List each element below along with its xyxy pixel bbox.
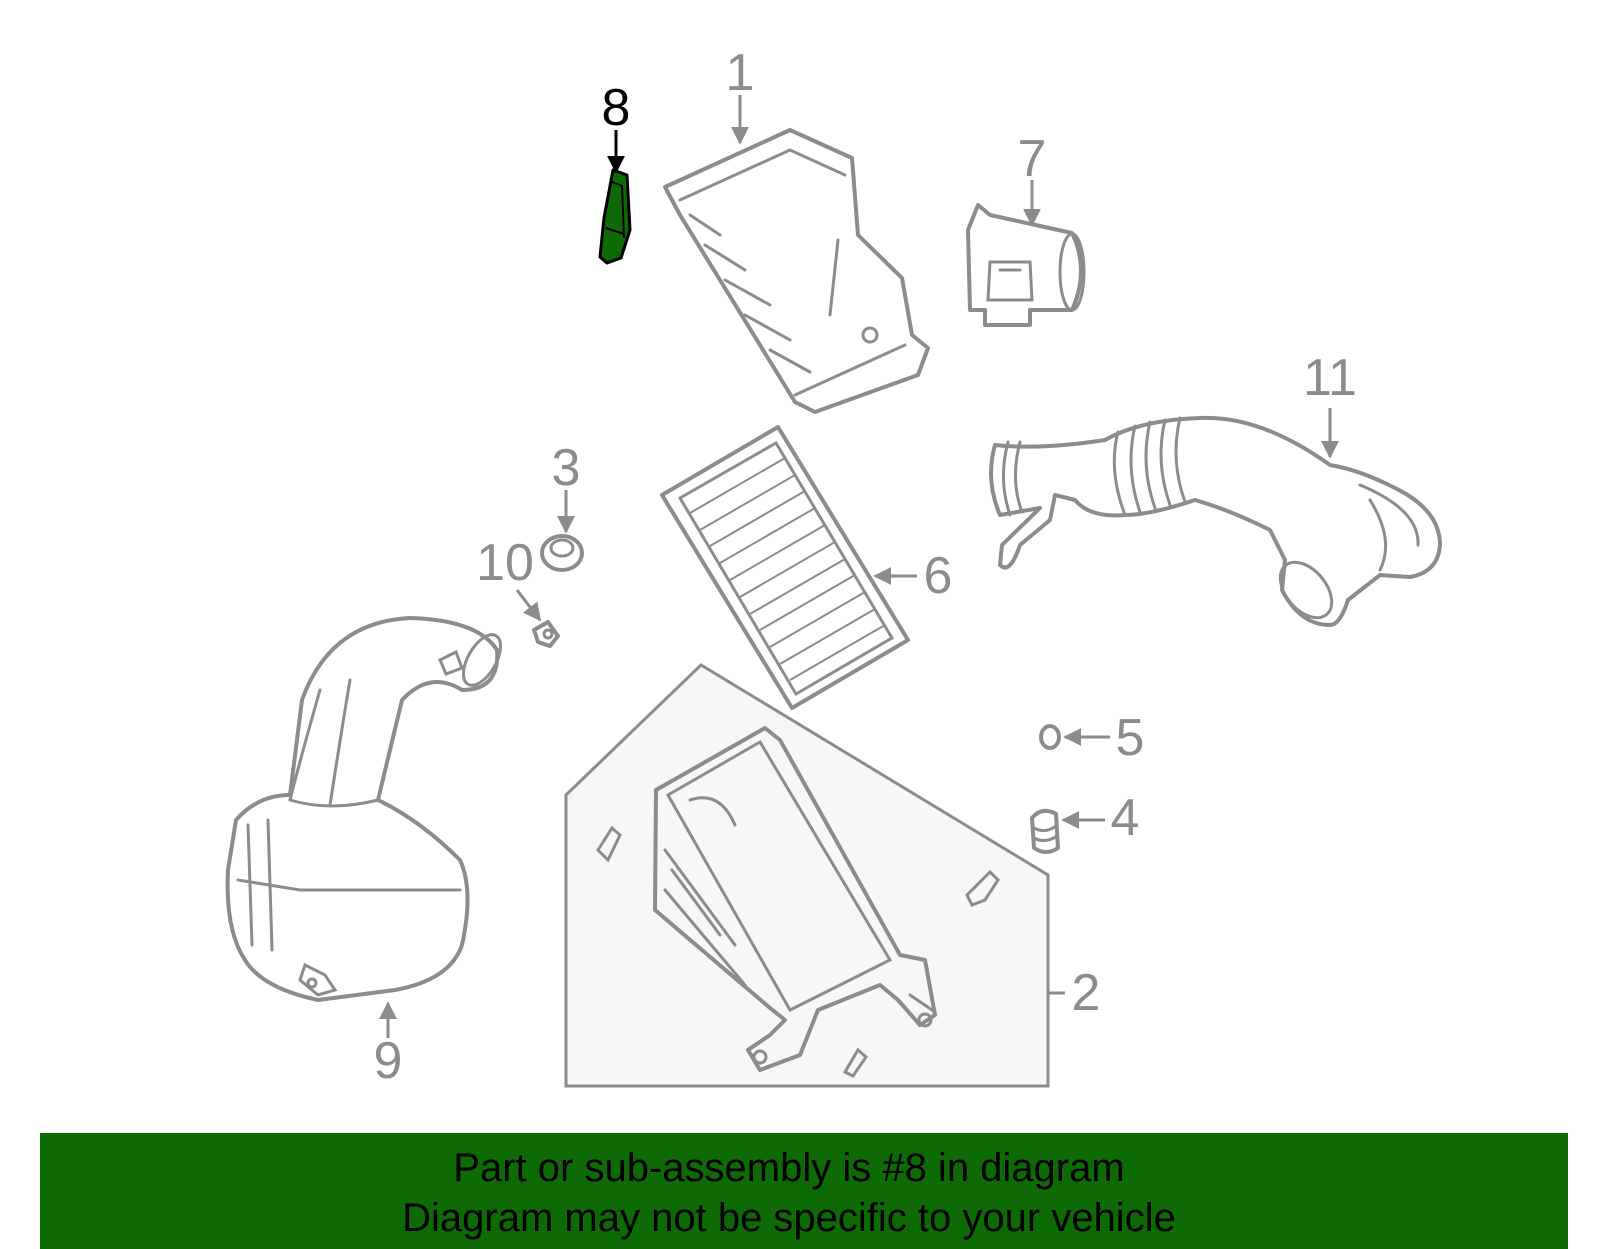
- part-6-air-filter: [660, 425, 910, 710]
- banner-line-part: Part or sub-assembly is #8 in diagram: [453, 1146, 1125, 1190]
- callout-11: 11: [1303, 349, 1357, 459]
- part-6-filter-pleats: [689, 457, 886, 681]
- callout-6-number: 6: [924, 547, 953, 605]
- callout-8: 8: [602, 79, 631, 174]
- part-3-grommet: [540, 534, 584, 572]
- callout-5: 5: [1063, 709, 1145, 767]
- banner-line-disclaimer: Diagram may not be specific to your vehi…: [402, 1196, 1176, 1240]
- callout-2-number: 2: [1072, 964, 1101, 1022]
- callout-5-number: 5: [1116, 709, 1145, 767]
- part-5-fastener: [1039, 724, 1061, 750]
- callout-7: 7: [1018, 130, 1047, 227]
- callout-4: 4: [1061, 789, 1140, 847]
- part-2-backdrop: [564, 663, 1050, 1088]
- parts-diagram: 1 7 11 3 6 10 5 4 2 9 8: [225, 44, 1442, 1090]
- part-1-upper-housing: [663, 128, 930, 414]
- callout-2: 2: [1049, 964, 1100, 1022]
- callout-1: 1: [726, 44, 755, 145]
- callout-4-number: 4: [1111, 789, 1140, 847]
- callout-1-number: 1: [726, 44, 755, 102]
- callout-10: 10: [476, 534, 542, 622]
- callout-7-number: 7: [1018, 130, 1047, 188]
- callout-10-number: 10: [476, 534, 534, 592]
- part-9-resonator: [225, 616, 503, 1002]
- part-4-bushing: [1030, 808, 1060, 854]
- part-7-air-flow-sensor: [966, 203, 1086, 327]
- callout-9-number: 9: [374, 1032, 403, 1090]
- part-2-housing-group: [564, 663, 1050, 1088]
- part-2-clip-bottom: [842, 1047, 868, 1078]
- callout-9: 9: [374, 1001, 403, 1090]
- callout-11-number: 11: [1303, 349, 1357, 407]
- callout-3: 3: [552, 439, 581, 534]
- callout-6: 6: [873, 547, 953, 605]
- part-8-highlighted: [598, 168, 632, 265]
- part-2-clip-right: [965, 869, 1000, 907]
- part-2-lower-housing: [653, 726, 937, 1072]
- callout-3-number: 3: [552, 439, 581, 497]
- callout-8-number: 8: [602, 79, 631, 137]
- part-11-intake-hose: [989, 415, 1442, 627]
- part-2-clip-left: [596, 825, 622, 863]
- info-banner: Part or sub-assembly is #8 in diagram Di…: [40, 1133, 1568, 1249]
- part-10-clip: [532, 620, 560, 648]
